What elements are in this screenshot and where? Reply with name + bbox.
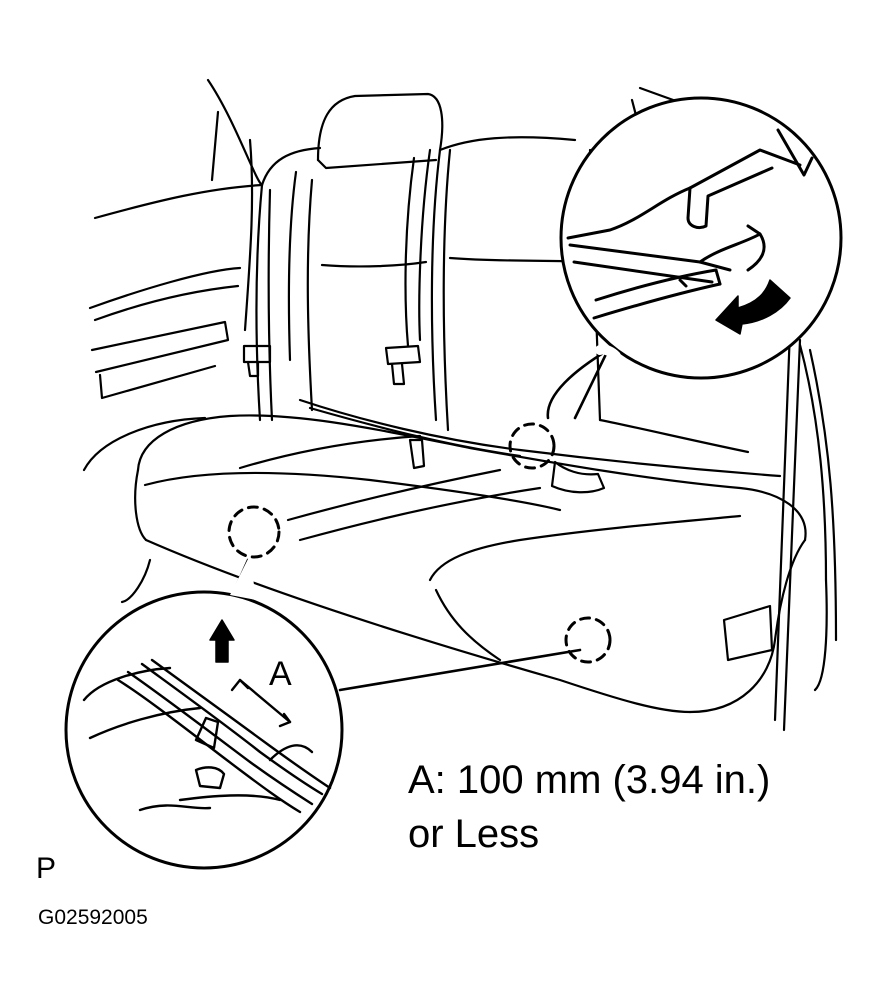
spec-text-line2: or Less [408,812,540,856]
location-markers [227,422,612,664]
seat-cushion [120,414,807,714]
figure-id: G02592005 [38,906,148,929]
spec-text-line1: A: 100 mm (3.94 in.) [408,758,771,802]
marker-circle-right [564,616,612,664]
code-letter: P [36,852,57,885]
marker-circle-center [508,422,556,470]
dimension-a-label: A [269,655,292,693]
zoom-callout-pull [64,555,582,870]
rotate-arrow-icon [715,279,791,335]
seat-back [242,92,782,494]
zoom-callout-hook [546,96,843,420]
up-arrow-icon [209,619,235,663]
marker-circle-left [227,505,281,559]
